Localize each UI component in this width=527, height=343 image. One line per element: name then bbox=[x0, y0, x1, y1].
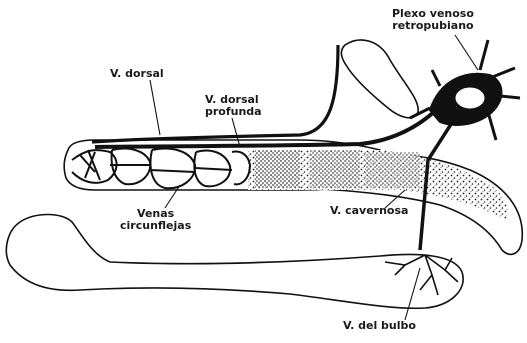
label-circunflejas-line-2: circunflejas bbox=[120, 220, 191, 232]
label-v-del-bulbo: V. del bulbo bbox=[343, 320, 416, 332]
label-dorsal-profunda-line-2: profunda bbox=[205, 106, 262, 118]
label-plexo-venoso: Plexo venoso retropubiano bbox=[392, 8, 474, 32]
label-v-dorsal-profunda: V. dorsal profunda bbox=[205, 94, 262, 118]
cavernous-dense-band-2 bbox=[310, 150, 360, 188]
label-v-cavernosa: V. cavernosa bbox=[330, 205, 408, 217]
label-plexo-line-2: retropubiano bbox=[392, 20, 474, 32]
label-venas-circunflejas: Venas circunflejas bbox=[120, 208, 191, 232]
bladder-outline bbox=[341, 40, 418, 118]
cavernous-dense-band bbox=[255, 150, 300, 188]
label-v-dorsal: V. dorsal bbox=[110, 68, 164, 80]
cavernous-dense-band-3 bbox=[365, 152, 420, 188]
bulb-outline bbox=[6, 215, 463, 309]
